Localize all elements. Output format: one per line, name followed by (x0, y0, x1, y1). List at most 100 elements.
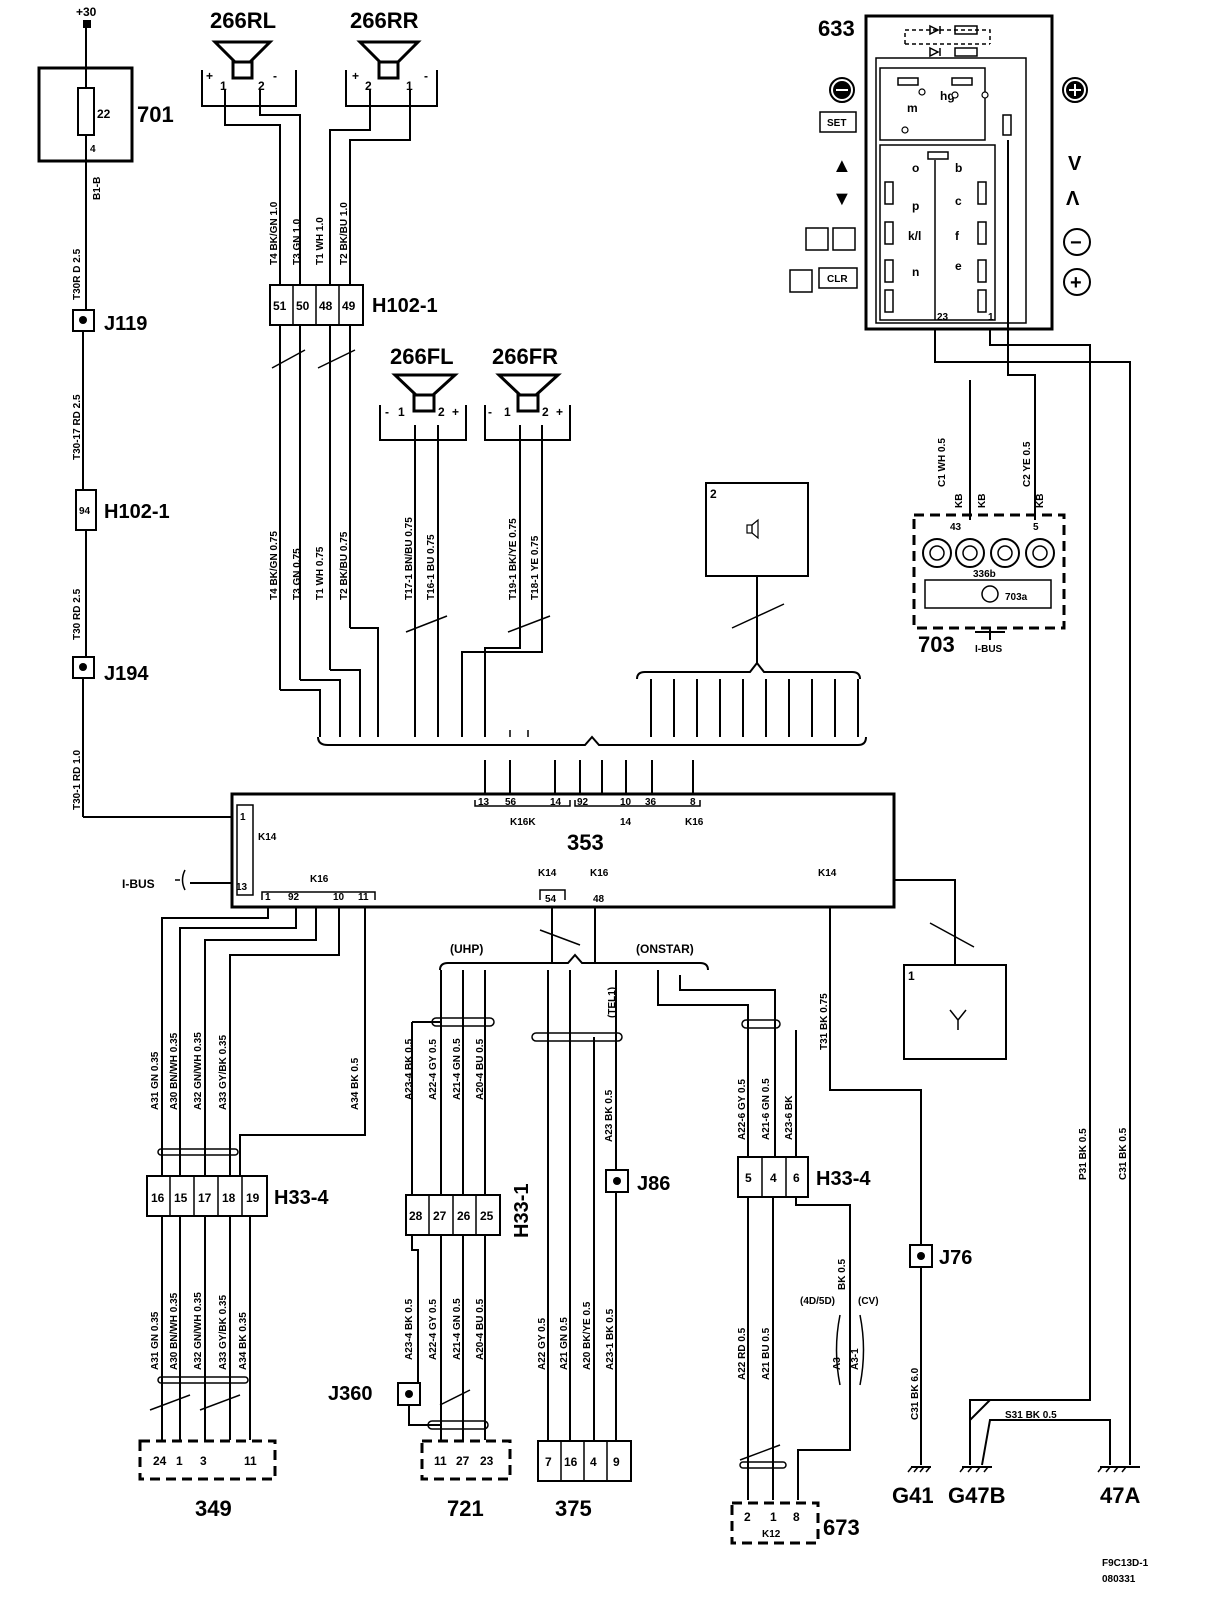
svg-text:266FL: 266FL (390, 344, 454, 369)
svg-text:56: 56 (505, 797, 517, 808)
svg-text:n: n (912, 265, 919, 279)
svg-text:A3: A3 (832, 1357, 843, 1370)
svg-text:6: 6 (793, 1171, 800, 1185)
svg-text:8: 8 (690, 797, 696, 808)
svg-text:11: 11 (244, 1454, 257, 1468)
svg-text:A30 BN/WH 0.35: A30 BN/WH 0.35 (169, 1292, 180, 1370)
svg-text:266RL: 266RL (210, 8, 276, 33)
svg-text:-: - (488, 405, 492, 419)
svg-text:+: + (556, 405, 563, 419)
svg-text:K16: K16 (590, 868, 609, 879)
speaker-266rl: 266RL +1 2- (201, 8, 297, 107)
svg-text:1: 1 (398, 405, 405, 419)
svg-text:K16: K16 (685, 817, 704, 828)
svg-text:BK 0.5: BK 0.5 (837, 1258, 848, 1290)
svg-text:A3-1: A3-1 (850, 1348, 861, 1370)
svg-text:22: 22 (97, 107, 111, 121)
svg-text:10: 10 (333, 892, 345, 903)
svg-text:27: 27 (456, 1454, 470, 1468)
ground-g41: G41 (892, 1466, 934, 1508)
svg-text:-: - (385, 405, 389, 419)
svg-text:673: 673 (823, 1515, 860, 1540)
svg-text:f: f (955, 229, 960, 243)
junction-j76: J76 (909, 1244, 972, 1269)
svg-text:J86: J86 (637, 1173, 670, 1195)
svg-text:+: + (1070, 272, 1082, 294)
svg-text:V: V (1068, 153, 1082, 175)
svg-text:(CV): (CV) (858, 1296, 879, 1307)
junction-h102-left: 94 H102-1 (75, 489, 170, 531)
svg-text:▼: ▼ (832, 188, 852, 210)
svg-text:KB: KB (1035, 494, 1046, 508)
svg-text:+30: +30 (76, 5, 97, 19)
svg-text:(ONSTAR): (ONSTAR) (636, 942, 694, 956)
svg-text:T4 BK/GN 1.0: T4 BK/GN 1.0 (269, 201, 280, 265)
svg-text:A21-4 GN 0.5: A21-4 GN 0.5 (452, 1038, 463, 1100)
svg-text:1: 1 (240, 812, 246, 823)
svg-text:T2 BK/BU 1.0: T2 BK/BU 1.0 (339, 202, 350, 265)
svg-text:633: 633 (818, 16, 855, 41)
svg-text:A33 GY/BK 0.35: A33 GY/BK 0.35 (218, 1035, 229, 1110)
svg-text:C31 BK 6.0: C31 BK 6.0 (910, 1367, 921, 1420)
svg-text:11: 11 (434, 1454, 447, 1468)
svg-text:K16K: K16K (510, 817, 536, 828)
svg-text:S31 BK 0.5: S31 BK 0.5 (1005, 1410, 1057, 1421)
svg-text:−: − (1070, 232, 1082, 254)
svg-text:P31 BK 0.5: P31 BK 0.5 (1078, 1128, 1089, 1180)
ground-47a: 47A (1097, 1466, 1140, 1508)
svg-text:47A: 47A (1100, 1483, 1140, 1508)
svg-text:m: m (907, 101, 918, 115)
svg-text:4: 4 (590, 1455, 597, 1469)
svg-text:H102-1: H102-1 (372, 295, 438, 317)
svg-text:A34 BK 0.35: A34 BK 0.35 (238, 1312, 249, 1370)
svg-text:CLR: CLR (827, 274, 848, 285)
footer-code: F9C13D-1 (1102, 1558, 1149, 1569)
svg-text:A32 GN/WH 0.35: A32 GN/WH 0.35 (193, 1032, 204, 1110)
svg-text:13: 13 (478, 797, 490, 808)
svg-text:A31 GN 0.35: A31 GN 0.35 (150, 1051, 161, 1110)
svg-text:336b: 336b (973, 569, 996, 580)
svg-text:K16: K16 (310, 874, 329, 885)
svg-text:2: 2 (542, 405, 549, 419)
svg-text:A22 GY 0.5: A22 GY 0.5 (537, 1317, 548, 1370)
svg-text:94: 94 (79, 506, 91, 517)
svg-text:11: 11 (358, 892, 369, 903)
svg-text:48: 48 (319, 299, 333, 313)
fuse-box-label: 701 (137, 102, 174, 127)
svg-text:T1 WH 0.75: T1 WH 0.75 (315, 546, 326, 600)
svg-text:-: - (273, 69, 277, 83)
module-353-label: 353 (567, 830, 604, 855)
svg-text:+: + (452, 405, 459, 419)
svg-text:A22-6 GY 0.5: A22-6 GY 0.5 (737, 1079, 748, 1140)
svg-text:23: 23 (937, 312, 949, 323)
svg-text:1: 1 (504, 405, 511, 419)
svg-text:A23-4 BK 0.5: A23-4 BK 0.5 (404, 1298, 415, 1360)
svg-text:H33-1: H33-1 (511, 1184, 533, 1238)
fuse-701: +30 22 4 701 (37, 5, 174, 163)
svg-text:A21 GN 0.5: A21 GN 0.5 (559, 1317, 570, 1370)
svg-text:1: 1 (988, 312, 994, 323)
svg-text:703a: 703a (1005, 592, 1028, 603)
svg-text:A31 GN 0.35: A31 GN 0.35 (150, 1311, 161, 1370)
svg-text:24: 24 (153, 1454, 167, 1468)
svg-text:A21-6 GN 0.5: A21-6 GN 0.5 (761, 1078, 772, 1140)
junction-j194: J194 (72, 656, 149, 685)
svg-text:4: 4 (770, 1171, 777, 1185)
svg-text:A22 RD 0.5: A22 RD 0.5 (737, 1327, 748, 1380)
svg-text:14: 14 (620, 817, 632, 828)
svg-text:K14: K14 (818, 868, 837, 879)
svg-text:C31 BK 0.5: C31 BK 0.5 (1118, 1127, 1129, 1180)
svg-text:349: 349 (195, 1496, 232, 1521)
svg-text:266FR: 266FR (492, 344, 558, 369)
svg-text:A22-4 GY 0.5: A22-4 GY 0.5 (428, 1299, 439, 1360)
svg-text:KB: KB (954, 494, 965, 508)
svg-text:27: 27 (433, 1209, 447, 1223)
svg-text:T31 BK 0.75: T31 BK 0.75 (819, 993, 830, 1050)
svg-text:8: 8 (793, 1510, 800, 1524)
svg-text:9: 9 (613, 1455, 620, 1469)
svg-text:T30R D 2.5: T30R D 2.5 (72, 248, 83, 300)
svg-text:16: 16 (564, 1455, 578, 1469)
